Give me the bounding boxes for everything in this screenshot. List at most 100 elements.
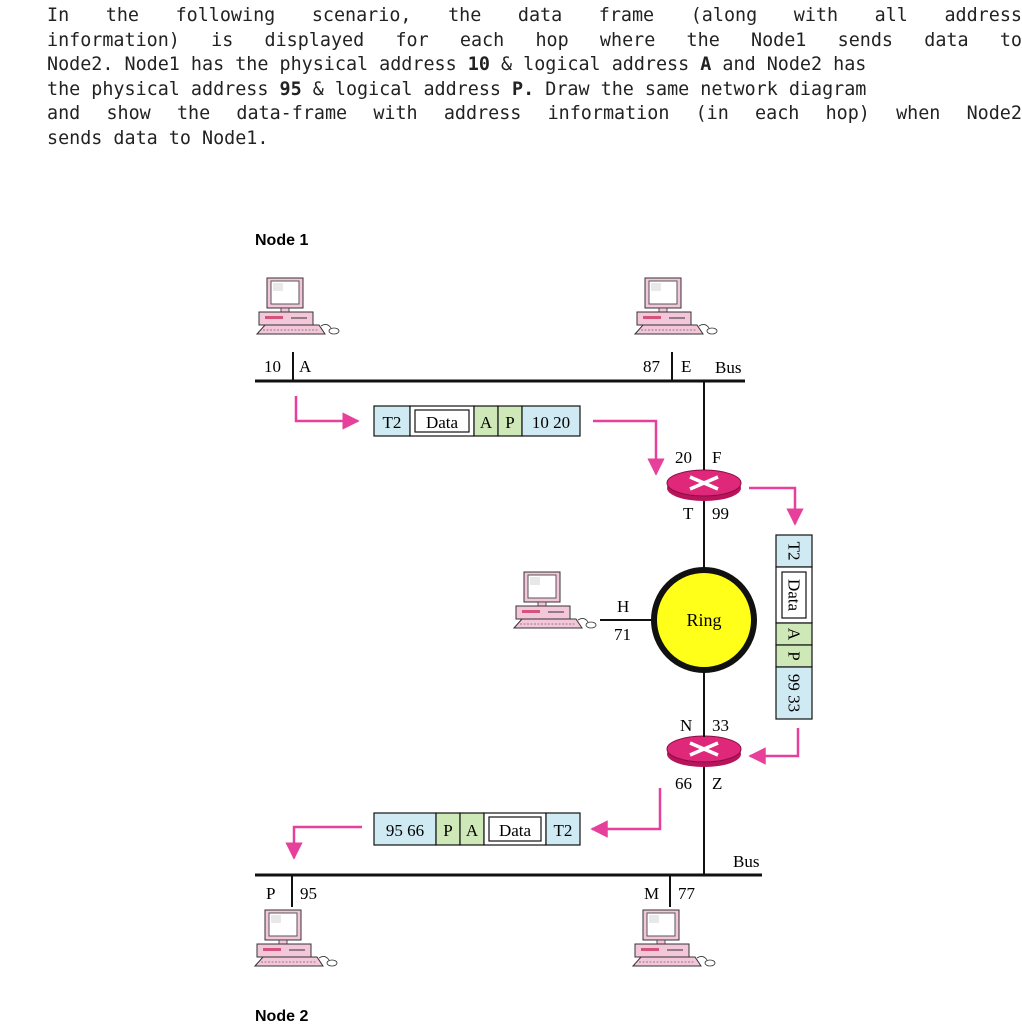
node2-computer-icon — [254, 909, 338, 967]
frame-hop3-trailer: T2 — [554, 821, 573, 840]
word: (along — [690, 5, 758, 26]
frame-hop3-data: Data — [499, 821, 532, 840]
text-run: & logical address — [489, 54, 701, 76]
router-bottom-upper-log: N — [680, 716, 692, 735]
question-line-6: sends data to Node1. — [47, 127, 269, 149]
word: with — [793, 5, 839, 26]
arrow-node1-to-frame1 — [294, 396, 360, 430]
word: the — [448, 5, 482, 26]
frame-hop2-trailer-cell — [775, 534, 813, 568]
word: with — [373, 103, 418, 125]
word: the — [176, 103, 211, 125]
frame-hop1: T2 Data A P 10 20 — [373, 405, 581, 437]
bold-value: P. — [512, 78, 535, 100]
word: each — [459, 29, 505, 51]
word: for — [395, 29, 429, 51]
frame-hop3-phys-cell — [373, 812, 437, 846]
arrow-frame3-to-node2 — [285, 825, 362, 860]
text-run: Node2. Node1 has the physical address — [47, 54, 468, 76]
ring-network — [651, 567, 757, 673]
word: show — [106, 103, 151, 125]
node1-label: Node 1 — [255, 232, 308, 249]
word: and — [47, 103, 81, 125]
question-line-5: and show the data-frame with address inf… — [47, 102, 1022, 127]
arrow-router-to-frame2 — [749, 486, 804, 526]
word: to — [999, 29, 1022, 51]
node1-phys-addr: 10 — [264, 357, 281, 376]
ring-label: Ring — [686, 610, 721, 630]
text-run: Draw the same network diagram — [534, 78, 867, 100]
bold-value: A — [700, 54, 712, 76]
frame-hop3-trailer-cell — [545, 812, 581, 846]
frame-hop1-src-log-cell — [473, 405, 499, 437]
text-run: and Node2 has — [711, 54, 867, 76]
text-run: the physical address — [47, 78, 280, 100]
router-bottom-cross — [689, 741, 719, 757]
frame-hop1-phys: 10 20 — [532, 413, 570, 432]
arrow-frame2-to-router — [748, 728, 800, 765]
word: following — [175, 5, 276, 26]
word: hop — [535, 29, 569, 51]
word: each — [755, 103, 800, 125]
question-line-4: the physical address 95 & logical addres… — [47, 78, 1022, 103]
text-run: & logical address — [301, 78, 513, 100]
word: where — [599, 29, 656, 51]
word: frame — [598, 5, 655, 26]
frame-hop2-phys-cell — [775, 666, 813, 720]
frame-hop1-dst-log: P — [505, 413, 514, 432]
word: scenario, — [311, 5, 412, 26]
bold-value: 10 — [467, 54, 490, 76]
station-h-phys-addr: 71 — [614, 625, 631, 644]
bold-value: 95 — [279, 78, 302, 100]
station-h-computer-icon — [513, 571, 597, 629]
frame-hop1-data: Data — [426, 413, 459, 432]
router-top-upper-log: F — [712, 448, 721, 467]
word: when — [896, 103, 941, 125]
frame-hop3-src-log: A — [466, 821, 479, 840]
frame-hop2-dst-log: P — [785, 651, 804, 660]
frame-hop2: T2 Data A P 99 33 — [775, 534, 813, 720]
frame-hop3-dst-log: P — [443, 821, 452, 840]
word: data — [517, 5, 563, 26]
frame-hop3-phys: 95 66 — [386, 821, 424, 840]
frame-hop2-data: Data — [785, 579, 804, 612]
node2-log-addr: P — [266, 884, 275, 903]
bottom-bus-label: Bus — [733, 852, 759, 871]
station-h-log-addr: H — [617, 597, 629, 616]
router-bottom-lower-log: Z — [712, 774, 722, 793]
word: hop) — [825, 103, 870, 125]
station-m-computer-icon — [632, 909, 716, 967]
station-e-computer-icon — [634, 277, 718, 335]
frame-hop1-dst-log-cell — [497, 405, 523, 437]
word: (in — [695, 103, 729, 125]
frame-hop3: 95 66 P A Data T2 — [373, 812, 581, 846]
router-top-lower-phys: 99 — [712, 504, 729, 523]
router-top-lower-log: T — [683, 504, 694, 523]
station-m-log-addr: M — [644, 884, 659, 903]
word: is — [211, 29, 234, 51]
frame-hop1-phys-cell — [521, 405, 581, 437]
top-bus-label: Bus — [715, 358, 741, 377]
router-bottom-upper-phys: 33 — [712, 716, 729, 735]
router-top-cross — [689, 475, 719, 491]
frame-hop1-trailer-cell — [373, 405, 411, 437]
word: In — [47, 5, 70, 26]
frame-hop2-trailer: T2 — [785, 542, 804, 561]
frame-hop2-src-log: A — [785, 628, 804, 641]
word: Node2 — [966, 103, 1022, 125]
word: information — [547, 103, 670, 125]
router-bottom-lower-phys: 66 — [675, 774, 692, 793]
arrow-frame1-to-router — [593, 419, 665, 476]
station-m-phys-addr: 77 — [678, 884, 696, 903]
word: sends — [837, 29, 894, 51]
frame-hop2-phys: 99 33 — [785, 674, 804, 712]
word: data — [924, 29, 969, 51]
node2-label: Node 2 — [255, 1008, 308, 1024]
arrow-router-to-frame3 — [590, 788, 662, 838]
word: address — [443, 103, 522, 125]
word: data-frame — [236, 103, 348, 125]
word: the — [686, 29, 720, 51]
word: the — [105, 5, 139, 26]
frame-hop1-src-log: A — [480, 413, 493, 432]
station-e-log-addr: E — [681, 357, 691, 376]
